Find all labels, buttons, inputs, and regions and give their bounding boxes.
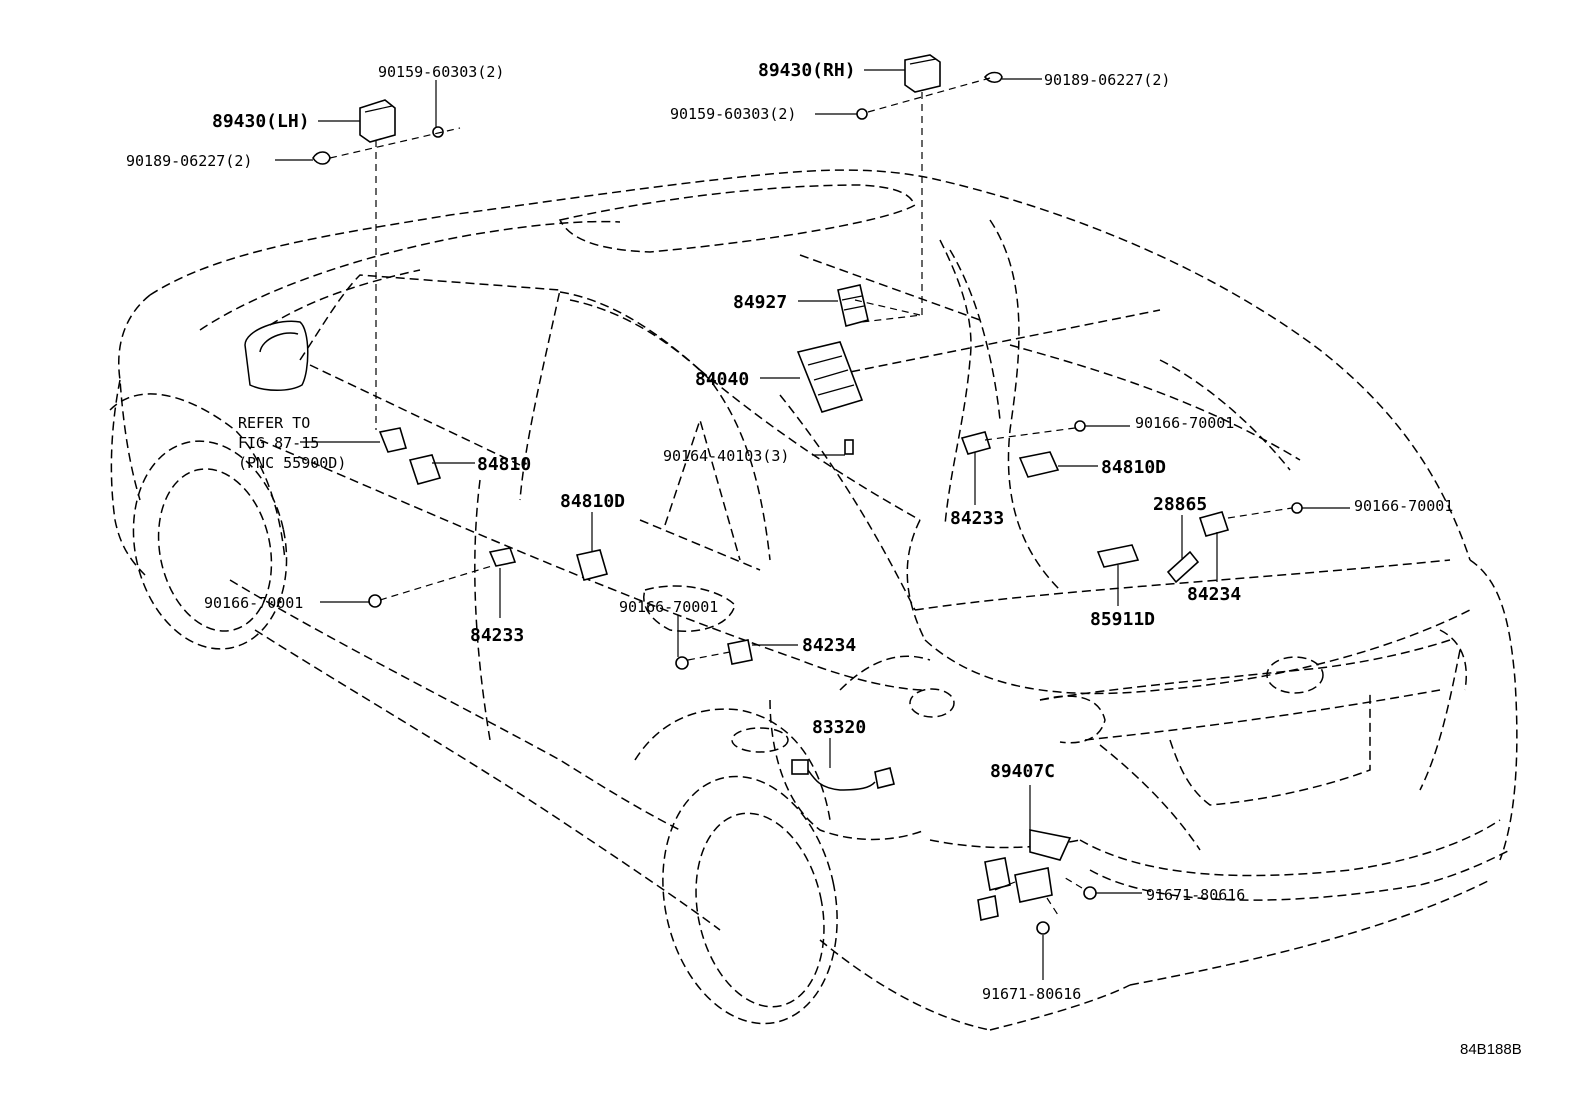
switch-84234-right-icon xyxy=(1198,511,1230,537)
label-84040: 84040 xyxy=(695,369,749,390)
module-89430-lh-icon xyxy=(359,99,396,143)
switch-84234-mid-icon xyxy=(727,639,753,665)
label-84810d-left: 84810D xyxy=(560,491,625,512)
label-89430-rh: 89430(RH) xyxy=(758,60,856,81)
label-90166-right: 90166-70001 xyxy=(1354,497,1453,515)
leader-lines xyxy=(275,69,1350,980)
switch-84810d-right-icon xyxy=(1018,451,1060,478)
label-84810: 84810 xyxy=(477,454,531,475)
label-91671-right: 91671-80616 xyxy=(1146,886,1245,904)
front-wheel xyxy=(109,393,288,650)
label-90164: 90164-40103(3) xyxy=(663,447,789,465)
label-91671-bottom: 91671-80616 xyxy=(982,985,1081,1003)
switch-84810d-left-icon xyxy=(576,549,608,581)
assembly-lines xyxy=(329,77,1293,916)
sensor-89407c-icon xyxy=(977,829,1072,921)
relay-28865-icon xyxy=(1166,550,1200,584)
label-90159-lh: 90159-60303(2) xyxy=(378,63,504,81)
switch-84040-icon xyxy=(796,341,864,413)
car-body-outline xyxy=(110,169,1518,1031)
label-84234-mid: 84234 xyxy=(802,635,856,656)
label-84233-left: 84233 xyxy=(470,625,524,646)
switch-84233-left-icon xyxy=(488,547,517,567)
rear-emblem xyxy=(731,656,1324,753)
rear-wheel xyxy=(634,708,838,1025)
label-84233-right: 84233 xyxy=(950,508,1004,529)
side-mirror xyxy=(244,320,309,391)
refer-line-3: (PNC 55900D) xyxy=(238,454,346,472)
relay-85911d-icon xyxy=(1096,544,1140,568)
module-89430-rh-icon xyxy=(904,54,941,93)
label-90189-rh: 90189-06227(2) xyxy=(1044,71,1170,89)
label-84810d-right: 84810D xyxy=(1101,457,1166,478)
label-90159-rh: 90159-60303(2) xyxy=(670,105,796,123)
label-90189-lh: 90189-06227(2) xyxy=(126,152,252,170)
label-83320: 83320 xyxy=(812,717,866,738)
switch-84233-right-icon xyxy=(960,431,992,455)
switch-84927-icon xyxy=(837,284,869,327)
label-90166-mid: 90166-70001 xyxy=(619,598,718,616)
label-28865: 28865 xyxy=(1153,494,1207,515)
label-90166-left: 90166-70001 xyxy=(204,594,303,612)
label-85911d: 85911D xyxy=(1090,609,1155,630)
label-89430-lh: 89430(LH) xyxy=(212,111,310,132)
sensor-83320-icon xyxy=(791,759,895,791)
figure-id: 84B188B xyxy=(1460,1041,1522,1058)
label-84234-right: 84234 xyxy=(1187,584,1241,605)
refer-line-2: FIG 87-15 xyxy=(238,434,319,452)
label-90166-upper-right: 90166-70001 xyxy=(1135,414,1234,432)
refer-line-1: REFER TO xyxy=(238,414,310,432)
switch-84810-icon xyxy=(378,427,442,485)
label-89407c: 89407C xyxy=(990,761,1055,782)
label-84927: 84927 xyxy=(733,292,787,313)
